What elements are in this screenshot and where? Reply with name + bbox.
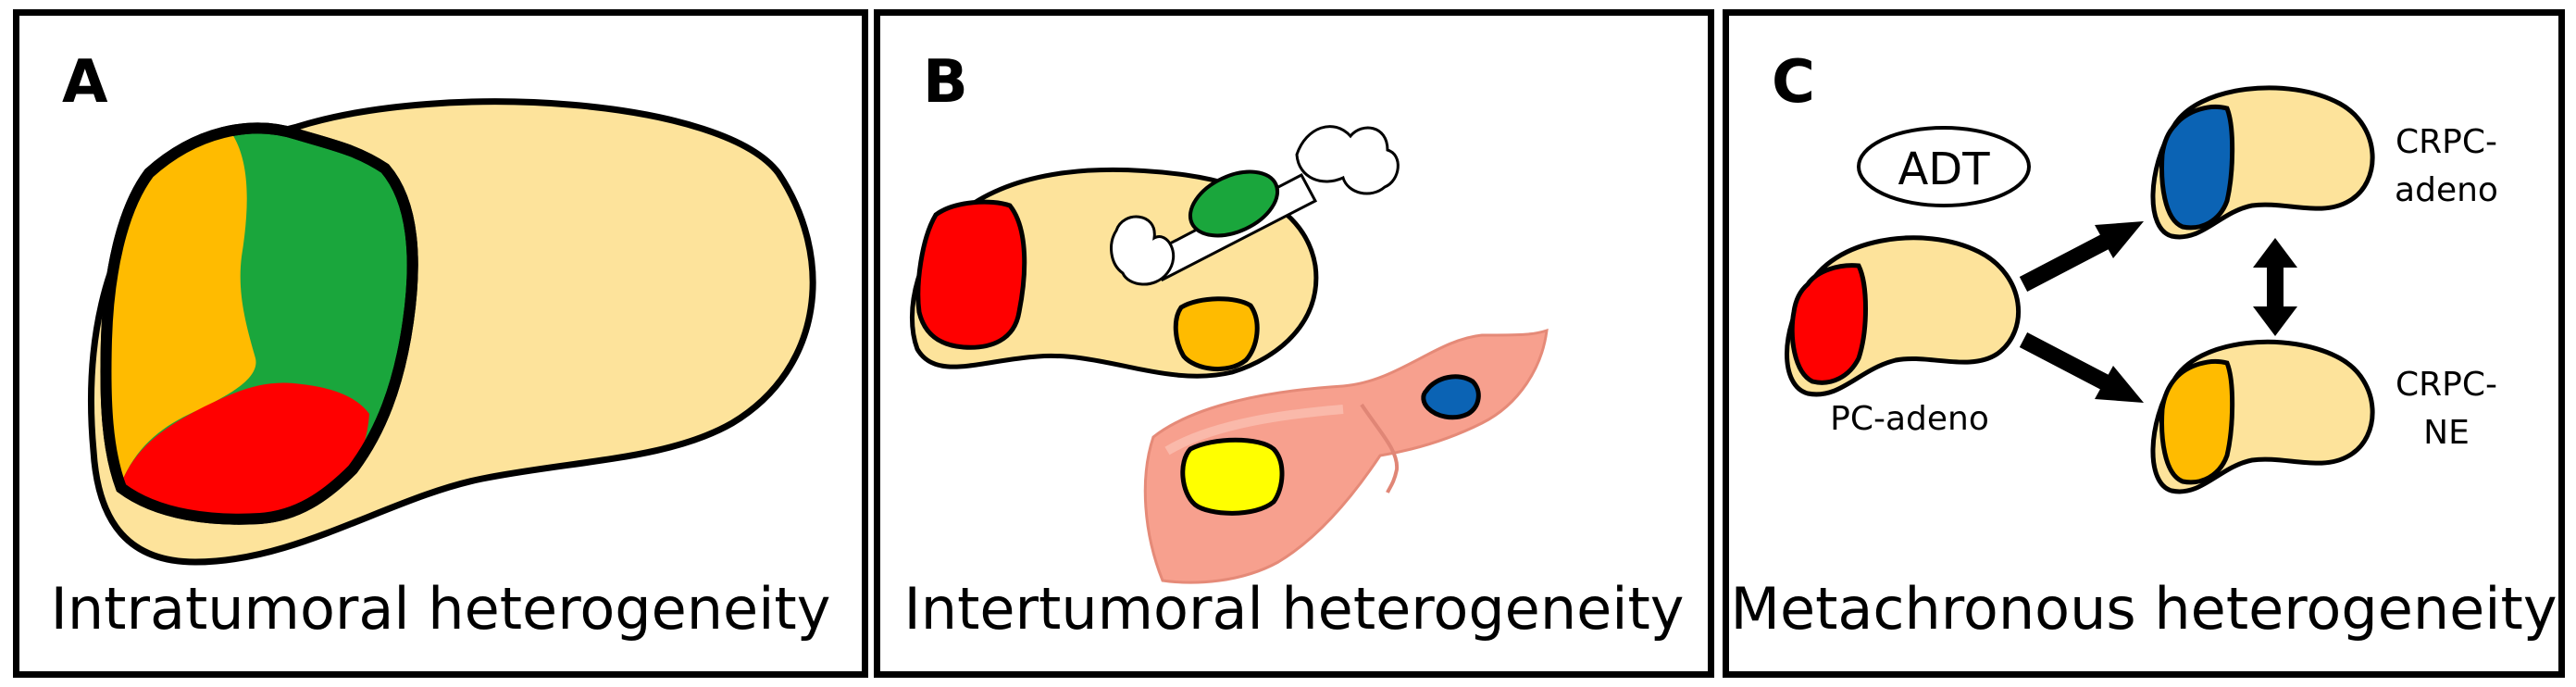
liver-blue-lesion (1421, 374, 1481, 420)
tumor-outline-stroke (100, 122, 418, 525)
start-label: PC-adeno (1830, 400, 1989, 438)
panel-caption: Metachronous heterogeneity (1730, 575, 2557, 643)
tumor-red-region (123, 382, 369, 518)
panel-letter: C (1772, 48, 1815, 117)
panel-c: C ADT PC-adeno CRPC- adeno CRPC- (1723, 9, 2565, 678)
prostate-red-tumor (915, 199, 1027, 350)
panel-caption: Intratumoral heterogeneity (50, 575, 831, 643)
prostate-orange-tumor (1173, 296, 1260, 372)
panel-letter: B (923, 48, 968, 117)
panel-a: A Intratumoral heterogeneity (13, 9, 868, 678)
double-arrow (2253, 238, 2297, 336)
intertumoral-diagram (910, 125, 1549, 584)
bone-green-lesion (1188, 169, 1280, 238)
liver (1143, 328, 1549, 584)
ne-orange-tumor (2159, 358, 2235, 485)
start-red-tumor (1789, 263, 1868, 385)
adt-oval (1857, 126, 2031, 207)
panel-caption: Intertumoral heterogeneity (903, 575, 1685, 643)
adt-label: ADT (1898, 144, 1990, 195)
tumor-orange-region (107, 134, 256, 479)
ne-label-line2: NE (2423, 414, 2470, 452)
arrow-to-adeno (2019, 221, 2144, 292)
panel-b: B Intertumoral heterogeneity (874, 9, 1714, 678)
bone (1110, 125, 1400, 286)
ne-label-line1: CRPC- (2396, 366, 2497, 404)
metachronous-diagram: ADT PC-adeno CRPC- adeno CRPC- NE (1785, 85, 2498, 494)
intratumoral-diagram (88, 98, 816, 566)
liver-yellow-lesion (1180, 437, 1285, 516)
adeno-blue-tumor (2159, 104, 2235, 231)
arrow-to-ne (2019, 332, 2144, 403)
adeno-label-line1: CRPC- (2396, 123, 2497, 161)
adeno-label-line2: adeno (2395, 171, 2498, 209)
panel-letter: A (62, 48, 108, 117)
